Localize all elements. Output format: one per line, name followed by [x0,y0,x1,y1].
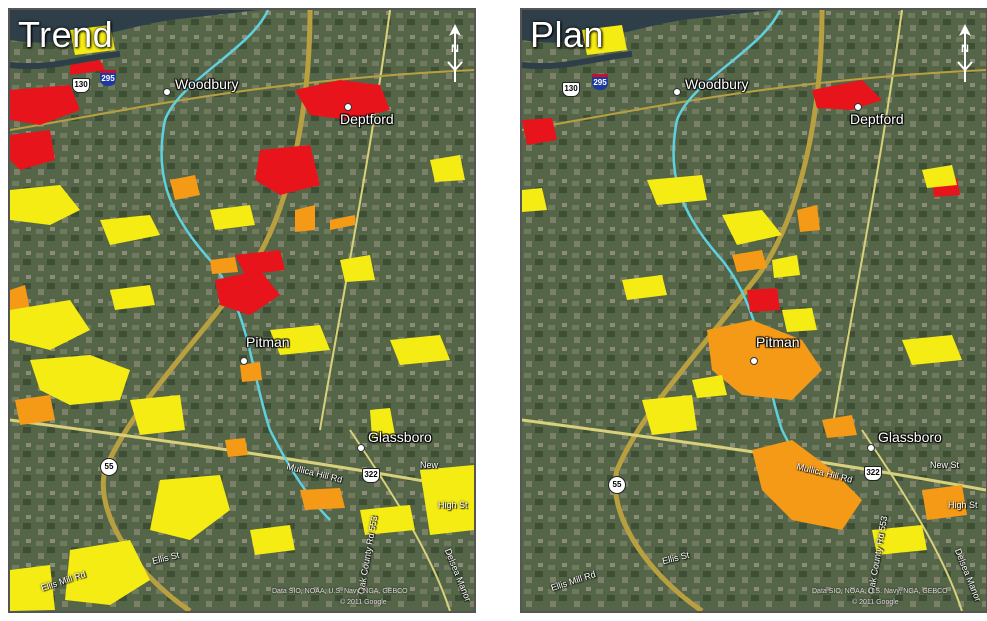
map-credit: Data SIO, NOAA, U.S. Navy, NGA, GEBCO [272,588,408,595]
i-295-shield: 295 [592,74,608,90]
place-label-pitman: Pitman [756,334,800,350]
place-label-deptford: Deptford [340,111,394,127]
map-copyright: © 2011 Google [852,599,899,606]
place-label-woodbury: Woodbury [175,76,239,92]
growth-high-areas [522,80,960,474]
map-copyright: © 2011 Google [340,599,387,606]
north-arrow-icon: N [447,24,463,82]
growth-medium-areas [10,175,355,510]
road-label-new: New St [930,460,960,470]
road-label-high: High St [438,500,468,510]
place-label-glassboro: Glassboro [368,429,432,445]
place-label-deptford: Deptford [850,111,904,127]
town-marker-icon [867,444,875,452]
i-295-shield: 295 [100,70,116,86]
growth-low-areas [10,25,474,611]
town-marker-icon [750,357,758,365]
road-delsea [861,429,963,611]
town-marker-icon [854,103,862,111]
river-branch [10,51,121,70]
north-letter: N [451,43,459,55]
us-130-shield: 130 [72,78,90,93]
growth-medium-areas [707,205,967,530]
us-322-shield: 322 [362,468,380,483]
panel-title: Plan [530,14,605,55]
us-130-shield: 130 [562,82,580,97]
panel-title: Trend [18,14,114,55]
map-panel-plan: Plan Woodbury Deptford Pitman Glassboro … [520,8,987,613]
us-322-shield: 322 [864,466,882,481]
terrain-map [522,10,986,611]
highway-322 [522,418,986,492]
nj-55-shield: 55 [608,476,626,494]
terrain-map [10,10,474,611]
road-oak-county [831,10,903,431]
map-credit: Data SIO, NOAA, U.S. Navy, NGA, GEBCO [812,588,948,595]
map-panel-trend: Trend Woodbury Deptford Pitman Glassboro… [8,8,476,613]
town-marker-icon [357,444,365,452]
road-label-new: New [420,460,439,470]
place-label-woodbury: Woodbury [685,76,749,92]
rail-line [160,10,331,521]
growth-high-areas [10,60,390,315]
north-letter: N [961,43,969,55]
growth-low-areas [522,25,962,555]
highway-55 [612,10,825,611]
river-branch [522,51,633,70]
nj-55-shield: 55 [100,458,118,476]
north-arrow-icon: N [957,24,973,82]
road-label-high: High St [948,500,978,510]
town-marker-icon [673,88,681,96]
town-marker-icon [163,88,171,96]
road-oak-county [319,10,391,431]
road-east-west [10,69,474,131]
town-marker-icon [240,357,248,365]
place-label-pitman: Pitman [246,334,290,350]
road-east-west [522,69,986,131]
place-label-glassboro: Glassboro [878,429,942,445]
highway-55 [100,10,313,611]
town-marker-icon [344,103,352,111]
